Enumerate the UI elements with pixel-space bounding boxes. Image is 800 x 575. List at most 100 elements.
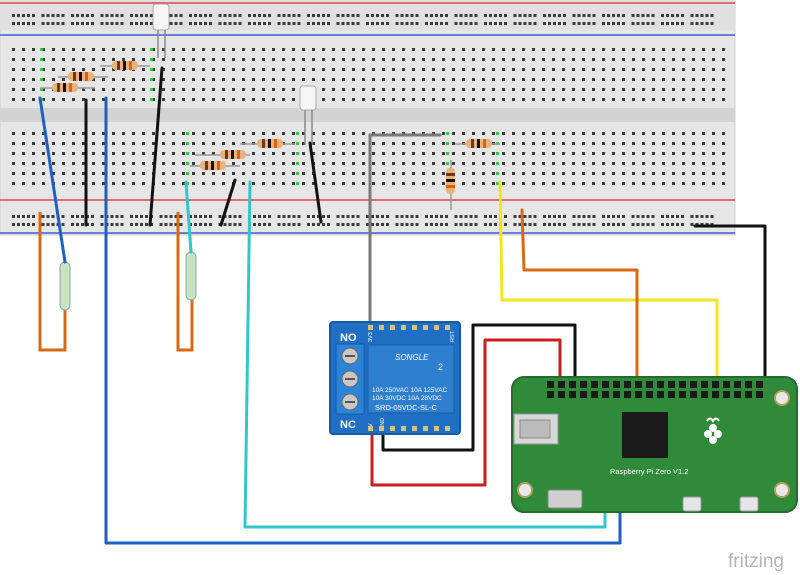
rail-hole	[651, 14, 655, 17]
strip-hole	[672, 48, 675, 51]
strip-hole	[232, 88, 235, 91]
gpio-pin	[602, 381, 609, 388]
rail-hole	[464, 22, 468, 25]
strip-hole	[172, 182, 175, 185]
strip-hole	[192, 142, 195, 145]
strip-hole	[52, 58, 55, 61]
rail-hole	[174, 223, 178, 226]
rail-hole	[666, 14, 669, 17]
strip-hole	[112, 68, 115, 71]
strip-hole	[532, 152, 535, 155]
strip-hole	[592, 48, 595, 51]
rail-hole	[233, 223, 237, 226]
rail-hole	[223, 14, 227, 17]
rail-hole	[548, 215, 551, 218]
strip-hole	[272, 88, 275, 91]
strip-hole	[602, 68, 605, 71]
rail-hole	[395, 14, 399, 17]
strip-hole	[302, 142, 305, 145]
strip-hole	[122, 172, 125, 175]
strip-hole	[392, 68, 395, 71]
gpio-pin	[701, 381, 708, 388]
strip-hole	[422, 182, 425, 185]
rail-hole	[253, 22, 256, 25]
strip-hole	[642, 132, 645, 135]
rail-hole	[12, 22, 15, 25]
rail-hole	[105, 14, 109, 17]
rail-hole	[386, 215, 389, 218]
rail-hole	[297, 215, 301, 218]
rail-hole	[533, 14, 537, 17]
rail-hole	[41, 223, 45, 226]
rail-hole	[199, 14, 202, 17]
rail-hole	[61, 223, 65, 226]
strip-hole	[482, 78, 485, 81]
strip-hole	[102, 142, 105, 145]
strip-hole	[542, 162, 545, 165]
rail-hole	[676, 14, 679, 17]
rail-hole	[194, 223, 197, 226]
rail-hole	[110, 215, 114, 218]
strip-hole	[622, 68, 625, 71]
rail-hole	[317, 223, 320, 226]
rail-hole	[464, 215, 468, 218]
strip-hole	[292, 98, 295, 101]
gpio-pin	[580, 381, 587, 388]
strip-hole	[572, 88, 575, 91]
rail-hole	[312, 14, 315, 17]
strip-hole	[562, 88, 565, 91]
rail-hole	[494, 22, 497, 25]
strip-hole	[252, 78, 255, 81]
strip-hole	[232, 98, 235, 101]
rail-hole	[312, 22, 315, 25]
rail-hole	[268, 215, 271, 218]
relay-header-pins	[368, 325, 450, 431]
strip-hole	[172, 88, 175, 91]
rail-hole	[253, 215, 256, 218]
strip-hole	[162, 58, 165, 61]
strip-hole	[412, 78, 415, 81]
strip-hole	[322, 68, 325, 71]
strip-hole	[12, 162, 15, 165]
strip-hole	[412, 68, 415, 71]
strip-hole	[662, 98, 665, 101]
rail-hole	[135, 215, 138, 218]
rail-hole	[612, 22, 615, 25]
strip-hole	[32, 68, 35, 71]
strip-hole	[312, 152, 315, 155]
strip-hole	[532, 48, 535, 51]
rail-hole	[700, 14, 704, 17]
relay-module: NO NC SONGLE 2 10A 250VAC 10A 125VAC 10A…	[329, 321, 461, 435]
rail-hole	[341, 223, 345, 226]
rail-hole	[631, 22, 635, 25]
strip-hole	[282, 58, 285, 61]
strip-hole	[422, 68, 425, 71]
strip-hole	[122, 98, 125, 101]
strip-hole	[62, 142, 65, 145]
rail-hole	[636, 215, 640, 218]
rail-hole	[218, 215, 222, 218]
strip-hole	[362, 182, 365, 185]
strip-hole	[582, 172, 585, 175]
rail-hole	[405, 223, 409, 226]
strip-hole	[72, 182, 75, 185]
rail-hole	[454, 22, 458, 25]
relay-pin-bottom	[412, 426, 417, 431]
rail-hole	[268, 22, 271, 25]
strip-hole	[222, 68, 225, 71]
strip-hole	[352, 78, 355, 81]
strip-hole	[512, 162, 515, 165]
strip-hole	[212, 58, 215, 61]
rail-hole	[140, 14, 143, 17]
gpio-pin	[624, 381, 631, 388]
gpio-pin	[712, 381, 719, 388]
rail-hole	[41, 22, 45, 25]
strip-hole	[52, 152, 55, 155]
rail-hole	[105, 22, 109, 25]
strip-hole	[532, 78, 535, 81]
strip-hole	[212, 142, 215, 145]
rail-hole	[646, 14, 650, 17]
strip-hole	[362, 98, 365, 101]
strip-hole	[532, 58, 535, 61]
rail-hole	[189, 215, 192, 218]
